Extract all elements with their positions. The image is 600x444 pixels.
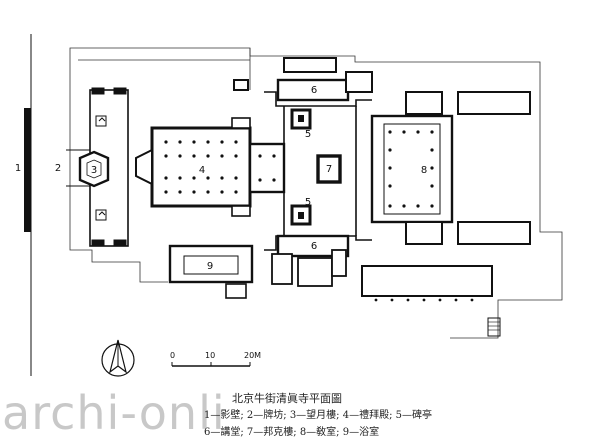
scale-label-0: 0 <box>170 351 176 360</box>
label-5b: 5 <box>305 197 311 208</box>
label-7: 7 <box>326 164 332 175</box>
screen-wall <box>24 34 32 376</box>
label-6a: 6 <box>311 85 317 96</box>
misc-lower-buildings <box>271 249 347 287</box>
central-court <box>264 91 372 251</box>
minaret <box>316 154 342 184</box>
scale-label-20: 20M <box>244 351 262 360</box>
site-boundary <box>69 47 563 339</box>
side-pavilions <box>95 115 107 221</box>
label-8: 8 <box>421 165 427 176</box>
outbuildings-top <box>233 57 373 93</box>
label-3: 3 <box>91 165 97 176</box>
label-1: 1 <box>15 163 21 174</box>
watermark: archi-onli <box>2 386 226 440</box>
east-wings <box>405 91 531 245</box>
classroom-hall <box>370 114 454 224</box>
label-6b: 6 <box>311 241 317 252</box>
plan-labels: 1 2 3 4 5 5 6 6 7 8 9 <box>15 85 427 272</box>
prayer-hall <box>135 117 286 217</box>
south-long-building <box>361 265 501 337</box>
plan-title: 北京牛街清眞寺平面圖 <box>232 392 342 405</box>
lecture-hall-south <box>276 234 350 258</box>
bathhouse <box>168 244 254 299</box>
stele-pavilion-south <box>290 204 312 226</box>
label-4: 4 <box>199 165 205 176</box>
scale-label-10: 10 <box>205 351 216 360</box>
label-9: 9 <box>207 261 213 272</box>
label-2: 2 <box>55 163 61 174</box>
legend-line-1: 1—影壁; 2—牌坊; 3—望月樓; 4—禮拜殿; 5—碑亭 <box>204 410 433 421</box>
legend-line-2: 6—講堂; 7—邦克樓; 8—敎室; 9—浴室 <box>204 427 380 438</box>
north-arrow <box>101 339 135 377</box>
stele-pavilion-north <box>290 108 312 130</box>
label-5a: 5 <box>305 129 311 140</box>
moon-viewing-tower <box>78 150 110 188</box>
scale-bar <box>171 362 251 367</box>
